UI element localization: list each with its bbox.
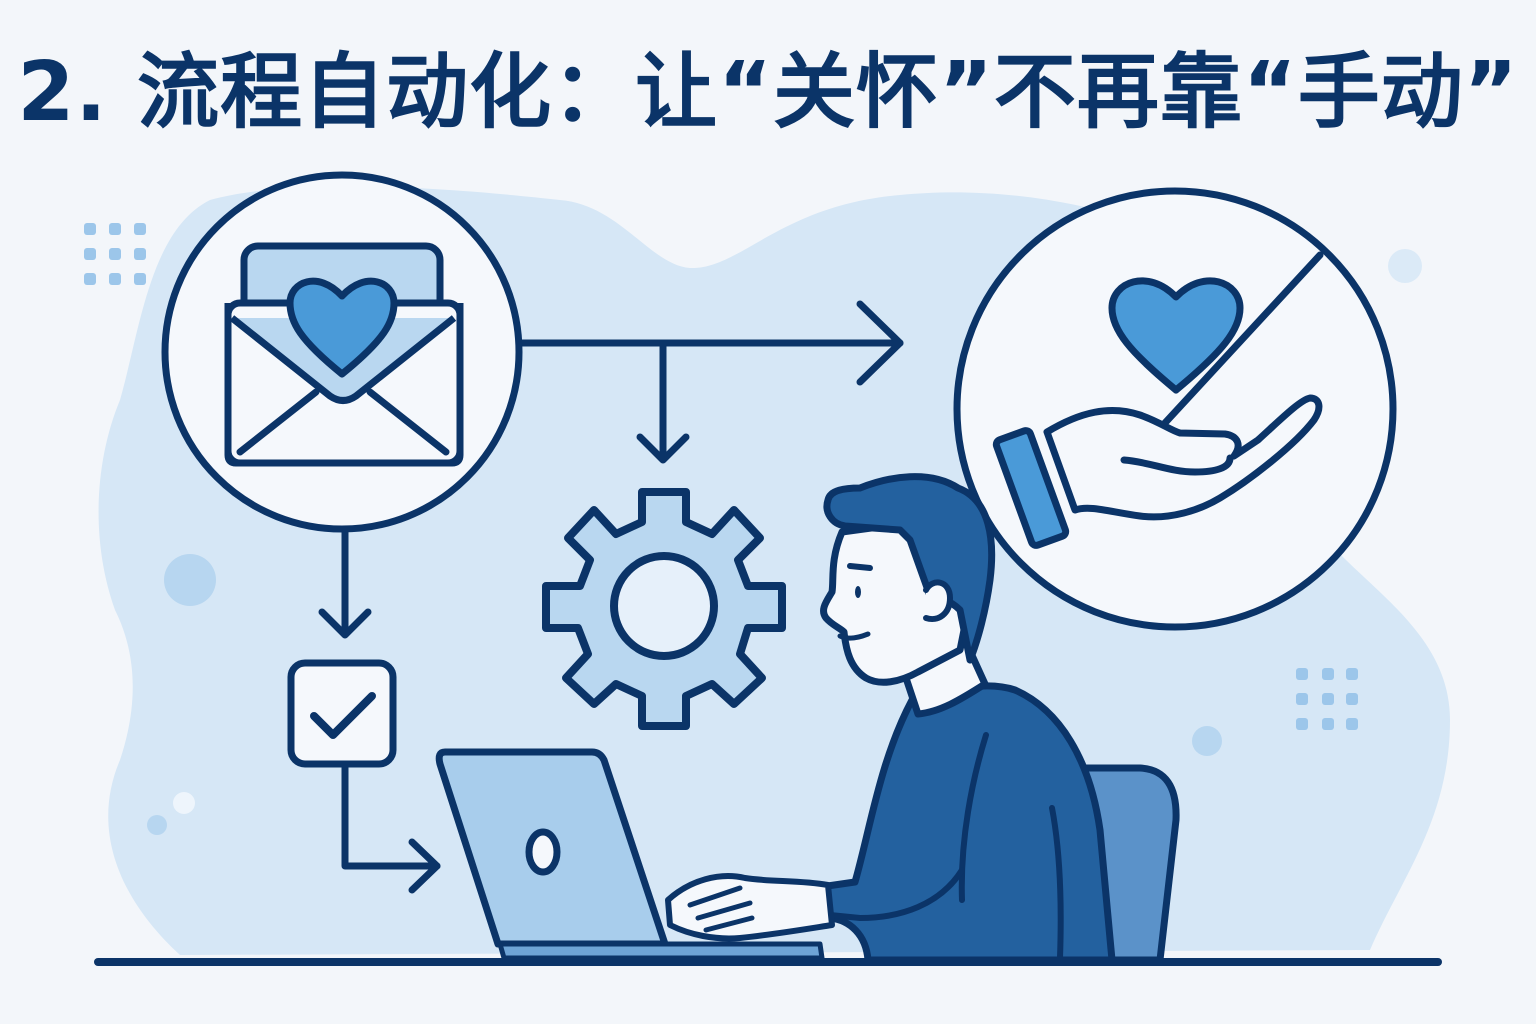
flow-arrows [318,300,904,894]
dot-grid-right [1296,668,1358,730]
gear-icon [542,488,786,730]
laptop-icon [435,748,825,961]
page-title: 2. 流程自动化：让“关怀”不再靠“手动” [17,45,1519,140]
dot-grid-top-left [84,223,146,285]
checkbox-checked-icon [287,659,397,768]
person-icon [665,473,1116,964]
hand-heart-crossed-icon [953,187,1397,631]
envelope-heart-icon [161,171,523,533]
